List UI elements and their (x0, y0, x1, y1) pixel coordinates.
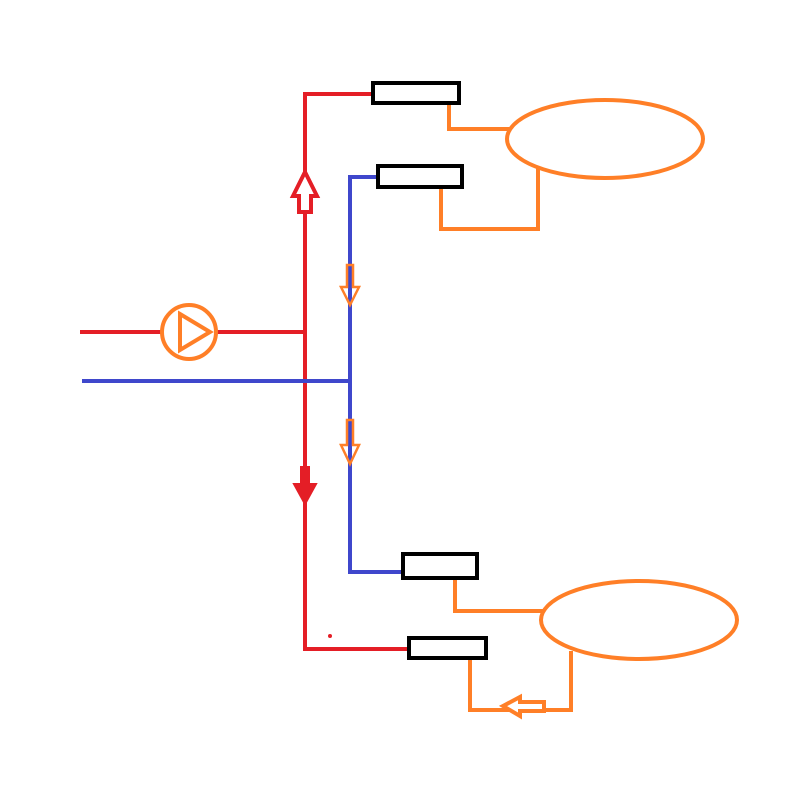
arrow-down-icon (292, 466, 318, 507)
heat-exchanger-top (505, 98, 705, 180)
return-line (82, 175, 405, 574)
arrow-down-icon (338, 263, 362, 308)
arrow-down-icon (339, 418, 361, 467)
valve-return-top (376, 164, 464, 189)
supply-riser-top (303, 92, 376, 334)
circuit-top-return-branch (439, 168, 540, 231)
valve-supply-top (371, 81, 461, 105)
supply-dot (328, 634, 332, 638)
circulation-pump (160, 303, 218, 361)
arrow-up-icon (289, 167, 321, 214)
supply-riser-bottom (303, 330, 412, 651)
valves (371, 81, 488, 660)
arrow-left-icon (498, 693, 546, 720)
circuit-top-supply-branch (447, 103, 512, 131)
secondary-circuit-bottom (453, 578, 739, 720)
supply-flow-arrows (289, 167, 321, 507)
heat-exchanger-bottom (539, 579, 739, 661)
circuit-bottom-return-branch (453, 578, 546, 613)
return-riser-top (348, 175, 380, 383)
return-riser-bottom (348, 379, 405, 574)
pump-body (160, 303, 218, 361)
valve-supply-bottom (407, 636, 488, 660)
secondary-circuit-top (439, 98, 705, 231)
pump-direction-icon (178, 310, 214, 354)
return-flow-arrows (338, 263, 362, 467)
valve-return-bottom (401, 552, 479, 580)
